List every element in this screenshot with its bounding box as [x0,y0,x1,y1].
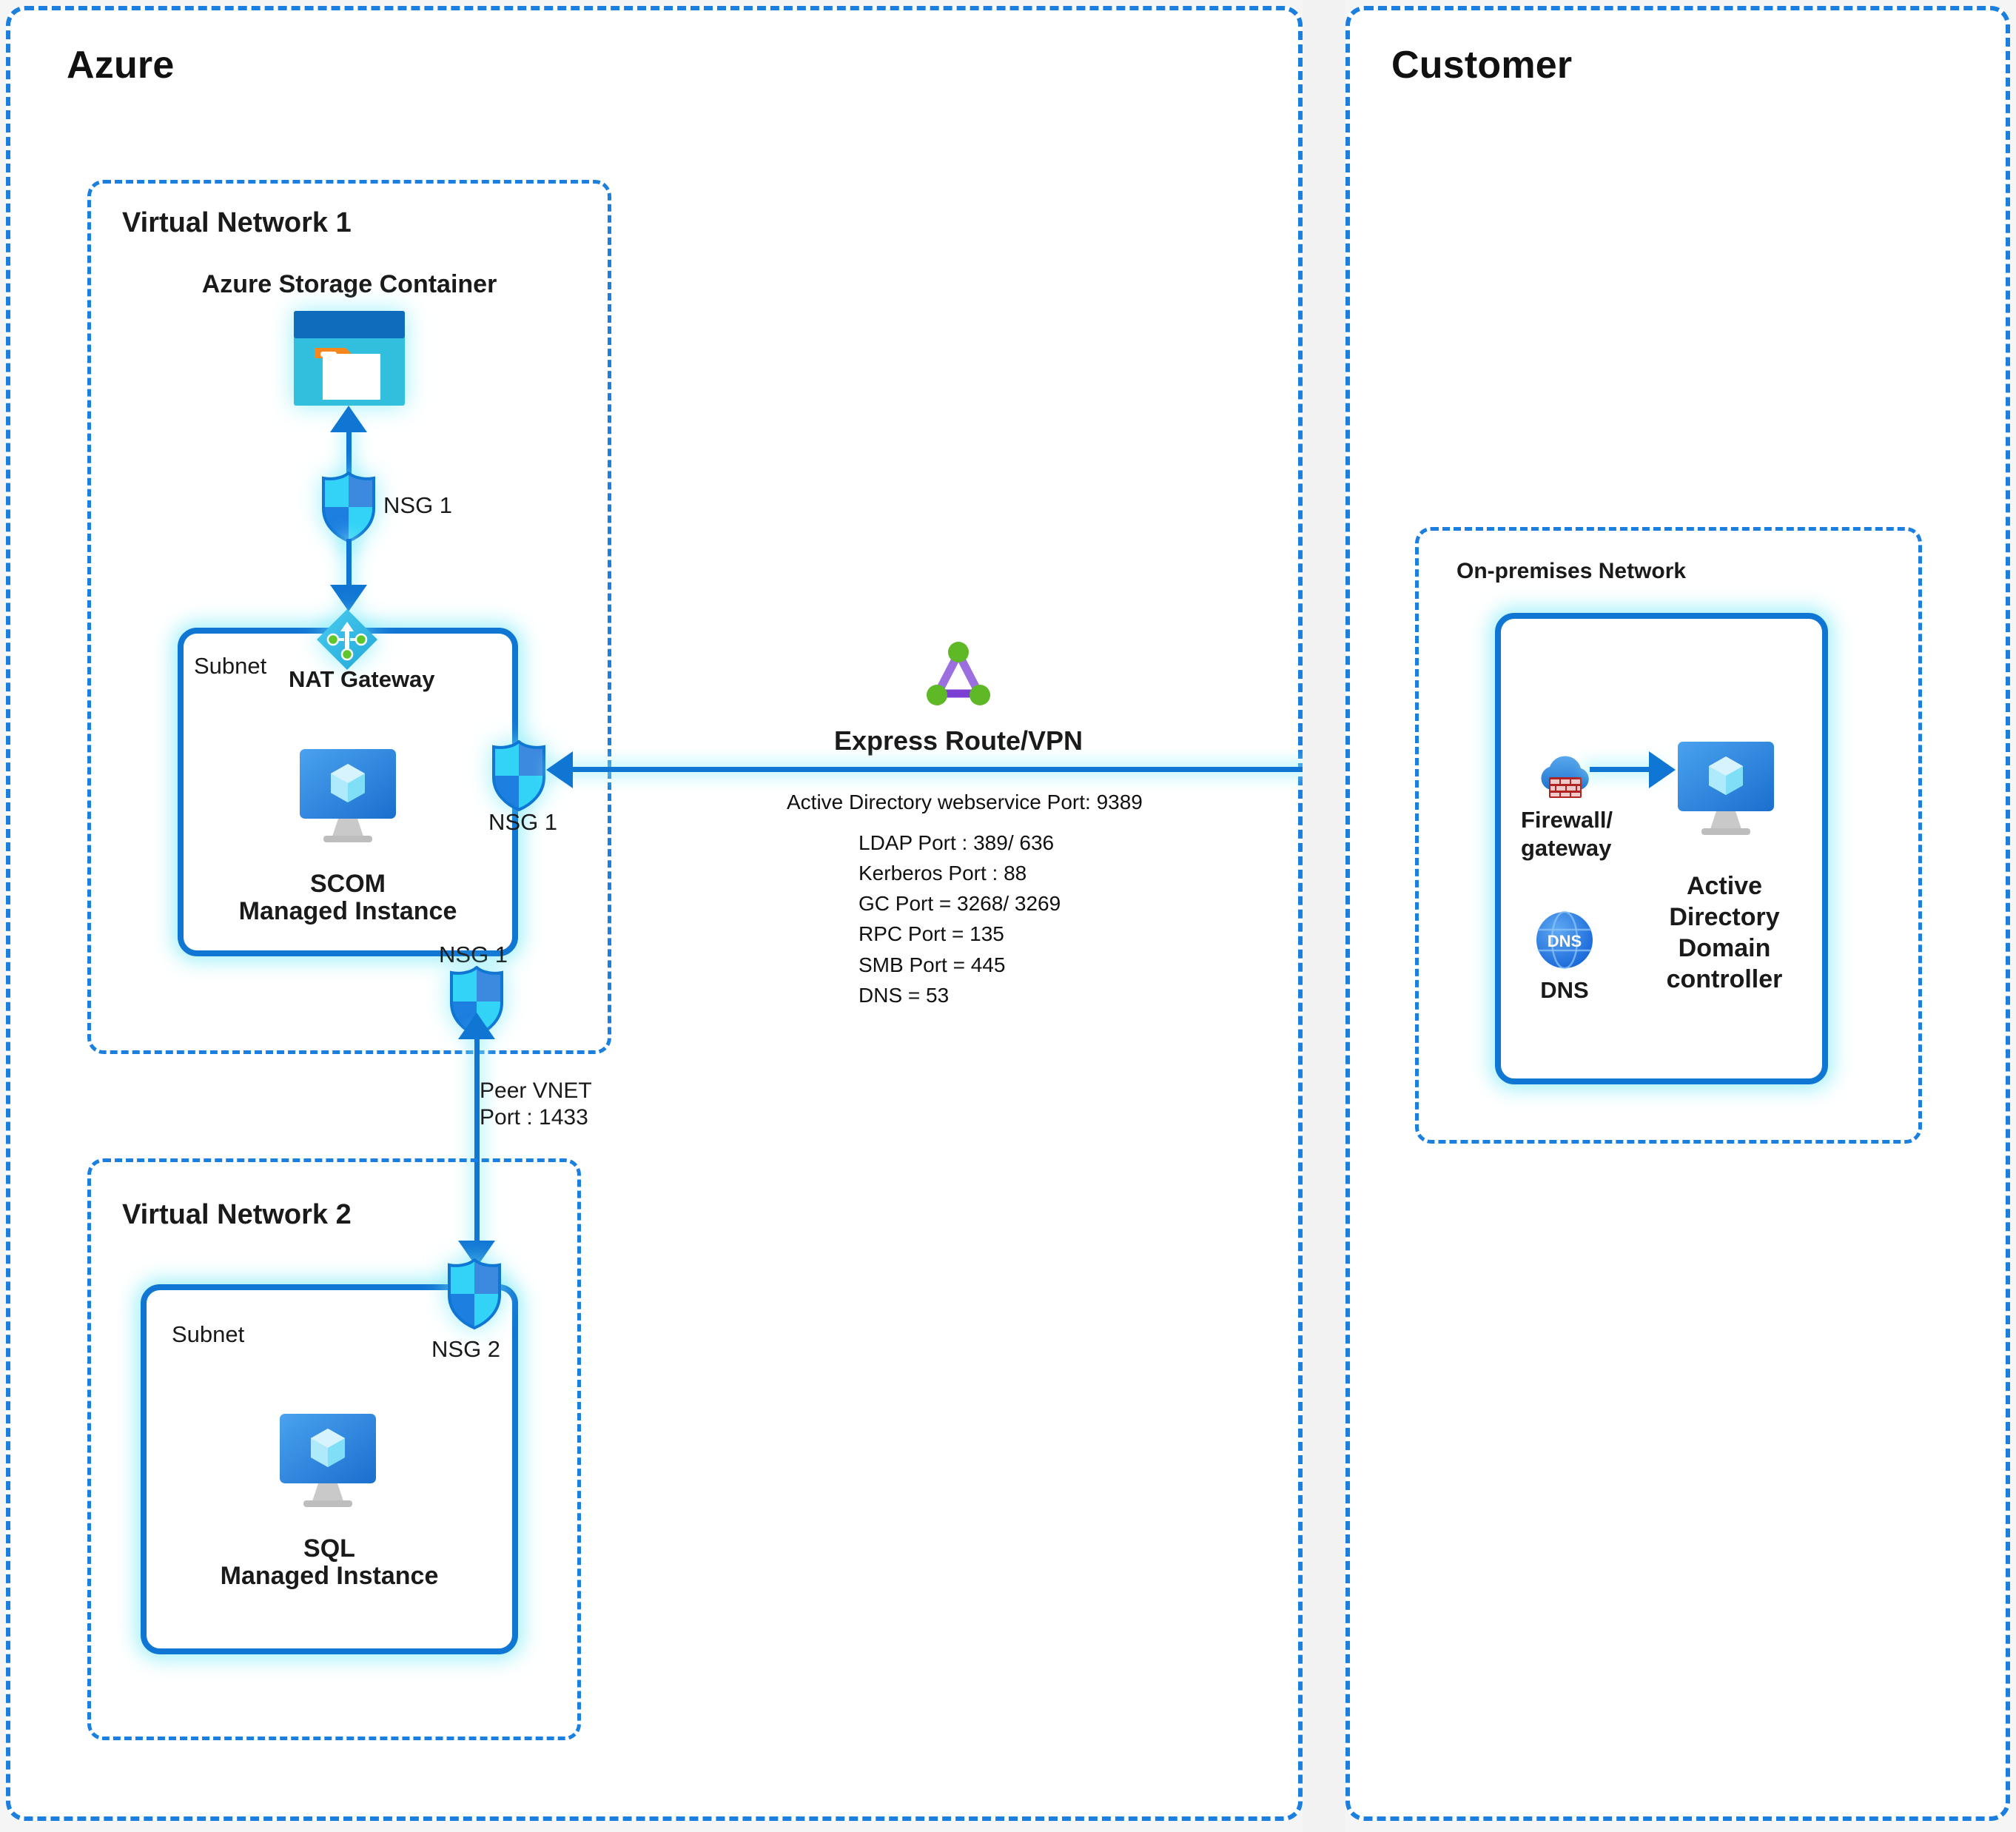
customer-panel-title: Customer [1391,44,1573,87]
peer-vnet-line1: Peer VNET [480,1078,592,1103]
nsg-shield-icon [320,472,377,543]
vnet2-subnet-label: Subnet [172,1321,245,1347]
peer-arrow-up-icon [458,1013,495,1039]
nsg-storage-label: NSG 1 [383,492,453,518]
nsg-right-label: NSG 1 [488,809,558,835]
virtual-network-2-box [87,1158,581,1740]
virtual-network-2-title: Virtual Network 2 [122,1199,352,1230]
domain-controller-icon [1670,740,1781,836]
virtual-network-1-box [87,180,611,1054]
firewall-dc-arrow-icon [1649,751,1676,788]
express-route-arrow-left-icon [546,751,573,788]
nsg-shield-2-icon [446,1258,503,1329]
on-premises-inner-box [1495,613,1828,1084]
nsg-bottom-label: NSG 1 [439,942,508,967]
firewall-gateway-line2: gateway [1521,835,1612,861]
firewall-dc-connector [1590,767,1656,772]
domain-controller-line4: controller [1666,965,1783,993]
virtual-network-1-title: Virtual Network 1 [122,207,352,238]
nsg-2-label: NSG 2 [431,1336,501,1362]
port-list: LDAP Port : 389/ 636 Kerberos Port : 88 … [859,831,1061,1007]
domain-controller-line2: Directory [1669,903,1780,931]
dns-globe-icon: DNS [1533,909,1596,971]
express-route-connector [551,767,1647,772]
svg-text:DNS: DNS [1548,932,1582,950]
sql-instance-line2: Managed Instance [220,1562,439,1590]
firewall-gateway-icon [1533,748,1596,804]
express-route-title: Express Route/VPN [833,725,1083,756]
scom-instance-line2: Managed Instance [238,897,457,925]
nsg-nat-connector [346,539,352,604]
nat-gateway-label: NAT Gateway [289,666,435,692]
azure-panel-title: Azure [67,44,175,87]
panel-gap [1303,0,1345,1832]
vnet1-subnet-label: Subnet [194,653,267,679]
azure-storage-container-label: Azure Storage Container [201,270,497,298]
azure-storage-container-icon [294,311,405,406]
dns-label: DNS [1540,977,1589,1003]
scom-managed-instance-icon [292,748,403,844]
sql-managed-instance-icon [272,1412,383,1509]
domain-controller-line3: Domain [1678,934,1771,962]
ad-webservice-port-label: Active Directory webservice Port: 9389 [787,791,1143,813]
firewall-gateway-line1: Firewall/ [1521,807,1613,833]
peer-vnet-line2: Port : 1433 [480,1105,588,1130]
peer-vnet-connector [474,1036,480,1258]
nat-gateway-icon [315,607,380,672]
sql-instance-line1: SQL [303,1534,355,1563]
on-premises-network-title: On-premises Network [1456,559,1687,583]
on-premises-network-box [1415,527,1922,1144]
storage-arrow-up-icon [330,406,367,432]
express-route-vpn-icon [921,640,995,713]
scom-instance-line1: SCOM [310,870,386,898]
nat-arrow-down-icon [330,585,367,611]
domain-controller-line1: Active [1686,872,1763,900]
nsg-shield-right-icon [490,740,548,811]
